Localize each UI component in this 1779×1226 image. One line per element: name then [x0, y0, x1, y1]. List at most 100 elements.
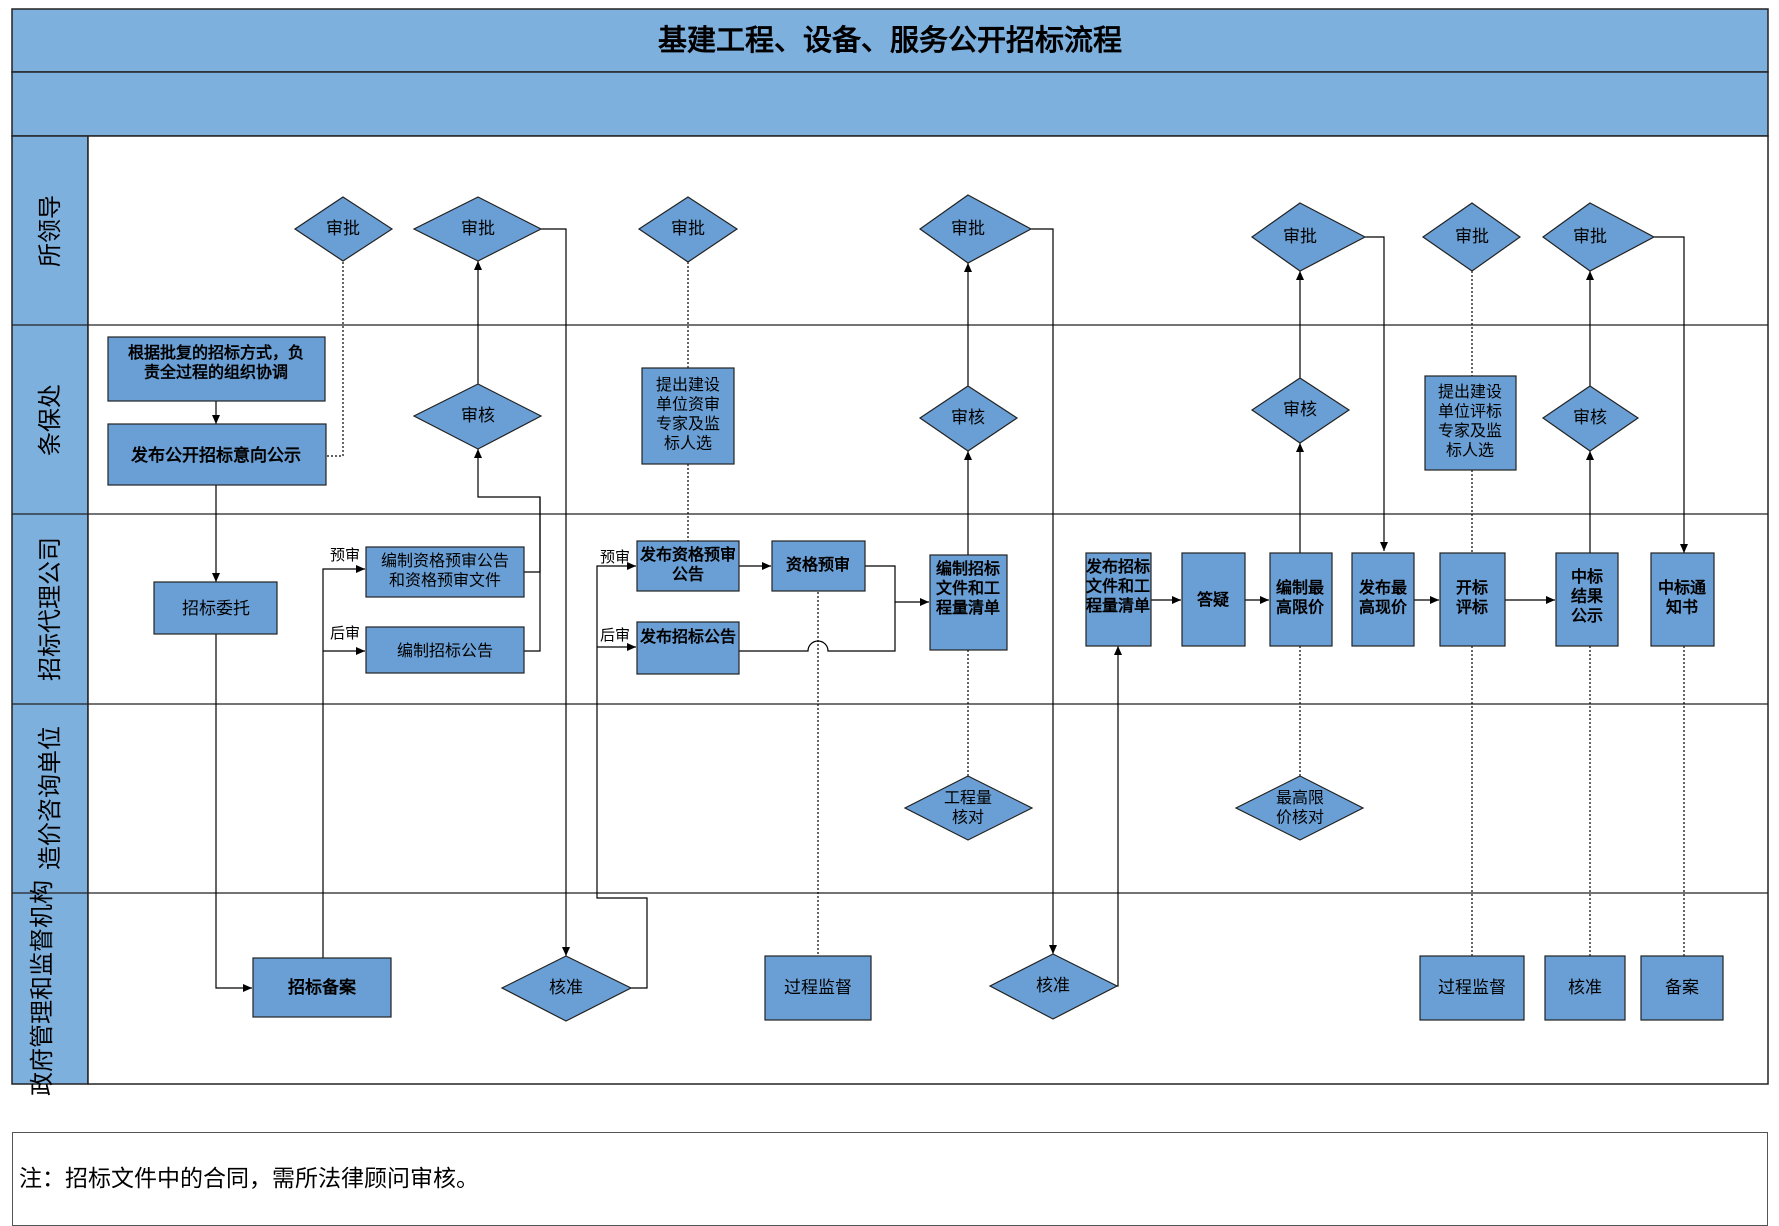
supervise-box-1[interactable] [764, 955, 872, 1021]
approve-check-diamond-2[interactable] [988, 953, 1119, 1020]
label-line: 责全过程的组织协调 [144, 363, 288, 382]
label-line: 知书 [1666, 598, 1698, 617]
review-diamond-2[interactable] [918, 385, 1019, 452]
label-line: 结果 [1570, 587, 1603, 606]
connector [541, 228, 570, 956]
review-diamond-4-label: 审核 [1573, 408, 1607, 428]
review-diamond-3-label: 审核 [1283, 400, 1317, 420]
note-box: 注：招标文件中的合同，需所法律顾问审核。 [12, 1132, 1768, 1226]
label-line: 价核对 [1276, 808, 1324, 827]
max-check-diamond[interactable] [1234, 775, 1365, 841]
experts-box-1[interactable] [641, 367, 735, 465]
prep-announce-box-label: 编制招标公告 [397, 641, 493, 660]
edge-label-post: 后审 [330, 624, 360, 642]
supervise-box-2[interactable] [1419, 955, 1525, 1021]
label-line: 编制最 [1276, 578, 1325, 597]
approve-check-diamond-1[interactable] [500, 955, 633, 1022]
approve-diamond-5[interactable] [1250, 202, 1367, 272]
label-line: 提出建设 [656, 375, 720, 394]
approve-diamond-7[interactable] [1541, 202, 1656, 272]
label-line: 编制招标 [936, 559, 1000, 578]
qa-box[interactable] [1181, 552, 1246, 647]
qty-check-diamond[interactable] [903, 775, 1034, 841]
open-bid-box[interactable] [1439, 552, 1506, 647]
label-line: 工程量 [944, 788, 992, 807]
max-price-box-label: 编制最高限价 [1276, 578, 1325, 617]
prep-prequal-box-label: 编制资格预审公告和资格预审文件 [381, 551, 509, 590]
label-line: 标人选 [664, 434, 712, 453]
review-diamond-3[interactable] [1250, 377, 1351, 444]
connector [524, 497, 541, 652]
page-title: 基建工程、设备、服务公开招标流程 [658, 23, 1122, 57]
pub-docs-box-label: 发布招标文件和工程量清单 [1085, 557, 1150, 615]
approve-check-diamond-2-label: 核准 [1036, 976, 1070, 996]
prequal-box-label: 资格预审 [786, 555, 850, 574]
experts-box-2[interactable] [1424, 375, 1517, 471]
review-diamond-1[interactable] [412, 383, 543, 450]
approve-diamond-6[interactable] [1421, 202, 1522, 272]
approve-diamond-4[interactable] [918, 194, 1033, 264]
record-box[interactable] [1640, 955, 1724, 1021]
label-line: 文件和工 [1086, 577, 1150, 596]
pub-prequal-box-label: 发布资格预审公告 [639, 545, 736, 584]
organize-box[interactable] [107, 336, 326, 402]
record-box-label: 备案 [1665, 978, 1699, 998]
award-notice-box[interactable] [1650, 552, 1715, 647]
entrust-box-label: 招标委托 [182, 599, 250, 619]
pub-docs-box[interactable] [1085, 552, 1152, 647]
prep-prequal-box[interactable] [365, 546, 525, 598]
edge-label-pre: 预审 [600, 548, 630, 566]
label-line: 发布资格预审 [639, 545, 736, 564]
filing-box[interactable] [252, 957, 392, 1018]
approve-diamond-3[interactable] [637, 196, 739, 263]
subheader-band [11, 71, 1769, 137]
pub-max-box-label: 发布最高现价 [1358, 578, 1408, 617]
entrust-box[interactable] [153, 581, 278, 635]
label-line: 和资格预审文件 [389, 571, 501, 590]
open-bid-box-label: 开标评标 [1456, 578, 1488, 617]
approve-box-3-label: 核准 [1568, 978, 1602, 998]
qty-check-diamond-label: 工程量核对 [944, 788, 992, 827]
connector [327, 261, 344, 457]
label-line: 核对 [952, 808, 984, 827]
connectors [212, 228, 1688, 992]
connector [596, 562, 648, 989]
nodes: 审批 审批 审批 审批 审批 审批 审批 根据批复的招标方式，负责全过程的组织协… [107, 194, 1724, 1022]
max-price-box[interactable] [1269, 552, 1333, 647]
connector [739, 602, 896, 652]
label-line: 单位评标 [1438, 402, 1502, 421]
approve-diamond-5-label: 审批 [1283, 227, 1317, 247]
review-diamond-2-label: 审核 [951, 408, 985, 428]
connector [1031, 228, 1057, 954]
max-check-diamond-label: 最高限价核对 [1276, 788, 1324, 827]
lane-label-column [11, 135, 89, 1085]
prep-announce-box[interactable] [365, 626, 525, 674]
review-diamond-1-label: 审核 [461, 406, 495, 426]
flowchart-diagram: 基建工程、设备、服务公开招标流程 所领导 条保处 招标代理公司 造价咨询单位 政… [11, 8, 1769, 1096]
label-line: 提出建设 [1438, 382, 1502, 401]
pub-announce-box[interactable] [636, 621, 740, 675]
connector [1654, 236, 1688, 553]
label-line: 单位资审 [656, 395, 720, 414]
result-box[interactable] [1555, 552, 1619, 647]
prep-docs-box-label: 编制招标文件和工程量清单 [936, 559, 1000, 617]
lane-label-security: 条保处 [36, 384, 64, 456]
intent-notice-box[interactable] [107, 423, 327, 486]
approve-box-3[interactable] [1544, 955, 1626, 1021]
prequal-box[interactable] [771, 540, 866, 592]
note-text: 注：招标文件中的合同，需所法律顾问审核。 [19, 1166, 479, 1192]
approve-diamond-2[interactable] [412, 196, 543, 262]
pub-max-box[interactable] [1351, 552, 1415, 647]
approve-diamond-1[interactable] [293, 196, 394, 262]
review-diamond-4[interactable] [1541, 385, 1640, 452]
edge-label-pre: 预审 [330, 546, 360, 564]
experts-box-1-label: 提出建设单位资审专家及监标人选 [656, 375, 720, 453]
label-line: 中标 [1571, 567, 1603, 586]
pub-prequal-box[interactable] [636, 540, 740, 592]
label-line: 公告 [672, 565, 704, 584]
approve-diamond-1-label: 审批 [326, 219, 360, 239]
award-notice-box-label: 中标通知书 [1658, 578, 1706, 617]
supervise-box-1-label: 过程监督 [784, 978, 852, 998]
prep-docs-box[interactable] [929, 554, 1008, 651]
